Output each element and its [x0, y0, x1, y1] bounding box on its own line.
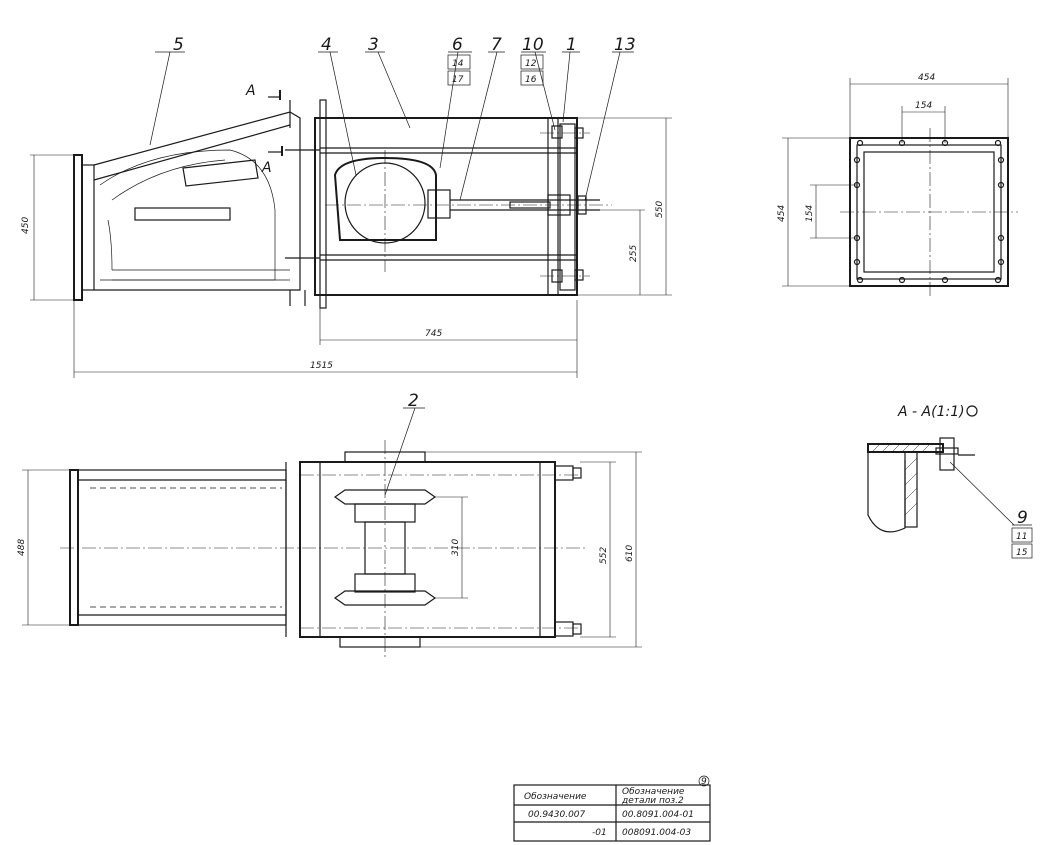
dim-plan-pitch: 310 — [451, 539, 461, 556]
table-row2-designation: -01 — [592, 828, 607, 838]
dim-front-overall: 550 — [655, 201, 665, 218]
dim-plan-outer: 610 — [625, 545, 635, 562]
section-a-a: А - А(1:1) 9 11 15 — [867, 404, 1033, 559]
table-col2-header-line2: детали поз.2 — [621, 796, 684, 806]
section-mark-a-bottom: A — [261, 160, 272, 176]
plan-view: 2 488 310 552 610 — [17, 391, 642, 660]
inlet-flange — [73, 154, 83, 301]
table-mark: 9 — [701, 777, 707, 787]
flange-view: 454 154 454 154 — [777, 73, 1018, 296]
position-4: 4 — [321, 35, 332, 55]
dim-bolt-pitch-h: 154 — [915, 101, 932, 111]
flange-bolt-holes — [853, 139, 1005, 284]
dim-flange-outer: 454 — [918, 73, 935, 83]
variant-table: Обозначение Обозначение детали поз.2 00.… — [513, 775, 711, 842]
frame-body — [314, 117, 578, 296]
position-5: 5 — [173, 35, 184, 55]
position-6: 6 — [452, 35, 463, 55]
position-14: 14 — [452, 59, 464, 69]
dim-plan-inner: 552 — [599, 547, 609, 564]
position-7: 7 — [491, 35, 502, 55]
table-row1-part: 00.8091.004-01 — [622, 810, 694, 820]
position-17: 17 — [452, 75, 464, 85]
position-9: 9 — [1017, 508, 1028, 528]
inner-slot — [182, 159, 259, 187]
dim-front-mid: 255 — [629, 245, 639, 262]
position-11: 11 — [1016, 532, 1027, 542]
position-2: 2 — [408, 391, 419, 411]
position-13: 13 — [614, 35, 636, 55]
table-col2-header-line1: Обозначение — [622, 787, 685, 797]
section-view-title: А - А(1:1) — [897, 404, 965, 420]
front-view: A A — [21, 83, 672, 378]
position-1: 1 — [566, 35, 577, 55]
position-15: 15 — [1016, 548, 1028, 558]
transition-duct — [93, 111, 301, 291]
position-16: 16 — [525, 75, 537, 85]
dim-total-length: 1515 — [310, 361, 333, 371]
table-col1-header: Обозначение — [524, 792, 587, 802]
gate-disk — [333, 156, 437, 241]
position-3: 3 — [368, 35, 379, 55]
position-callouts: 5 4 3 6 14 17 7 10 12 16 1 13 — [149, 35, 636, 201]
dim-front-height: 450 — [21, 217, 31, 234]
dim-frame-length: 745 — [425, 329, 442, 339]
dim-bolt-pitch-v: 154 — [805, 205, 815, 222]
plan-frame — [299, 461, 556, 638]
table-row1-designation: 00.9430.007 — [528, 810, 586, 820]
section-mark-a-top: A — [245, 83, 256, 99]
position-12: 12 — [525, 59, 537, 69]
table-row2-part: 008091.004-03 — [622, 828, 691, 838]
dim-plan-width: 488 — [17, 539, 27, 556]
dim-flange-side: 454 — [777, 205, 787, 222]
position-10: 10 — [522, 35, 544, 55]
